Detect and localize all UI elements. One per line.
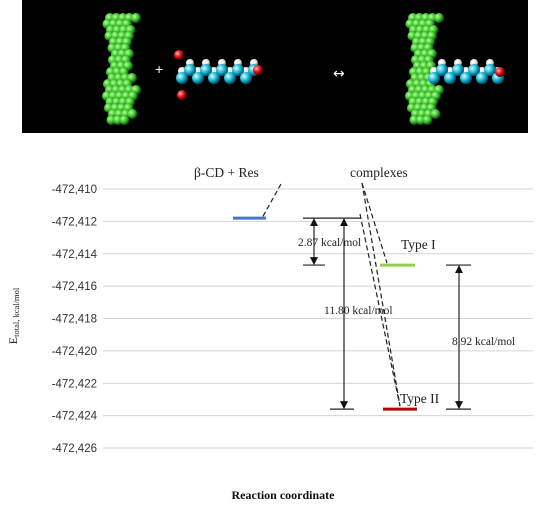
cyclodextrin-model-left [102, 13, 141, 125]
molecular-structure-image: + ↔ [22, 0, 528, 133]
cyclodextrin-model-right [405, 13, 444, 125]
gap-label-3: 8.92 kcal/mol [452, 336, 515, 348]
y-tick-label: -472,424 [52, 411, 98, 423]
y-axis-ticks: -472,410 -472,412 -472,414 -472,416 -472,418… [52, 184, 98, 455]
equilibrium-arrow: ↔ [333, 66, 345, 82]
reactant-group-label: β-CD + Res [194, 165, 259, 180]
y-axis-title-sub: total, kcal/mol [11, 287, 21, 337]
y-tick-label: -472,416 [52, 281, 97, 293]
y-axis-title-main: E [6, 337, 20, 344]
y-tick-label: -472,426 [52, 443, 97, 455]
y-axis-title: Etotal, kcal/mol [6, 287, 21, 344]
type-i-label: Type I [401, 237, 436, 252]
gap-label-1: 2.87 kcal/mol [298, 237, 361, 249]
y-tick-label: -472,412 [52, 216, 97, 228]
complex-guest-model [428, 59, 505, 84]
annotations [261, 182, 471, 410]
y-tick-label: -472,422 [52, 378, 97, 390]
molecule-render: + ↔ [102, 13, 505, 125]
energy-levels [233, 216, 417, 411]
leader-type-i [361, 182, 388, 264]
svg-text:Etotal, kcal/mol: Etotal, kcal/mol [6, 287, 21, 344]
type-ii-label: Type II [400, 391, 440, 406]
leader-type-ii-a [361, 182, 401, 407]
y-tick-label: -472,420 [52, 346, 97, 358]
leader-type-ii-b [359, 213, 401, 407]
complex-group-label: complexes [350, 165, 408, 180]
y-tick-label: -472,414 [52, 249, 98, 261]
resveratrol-model [174, 50, 263, 100]
plus-sign: + [155, 61, 163, 77]
leader-reactants [261, 183, 282, 219]
y-tick-label: -472,418 [52, 314, 97, 326]
y-tick-label: -472,410 [52, 184, 97, 196]
x-axis-title: Reaction coordinate [232, 488, 336, 502]
gap-label-2: 11.80 kcal/mol [324, 305, 393, 317]
